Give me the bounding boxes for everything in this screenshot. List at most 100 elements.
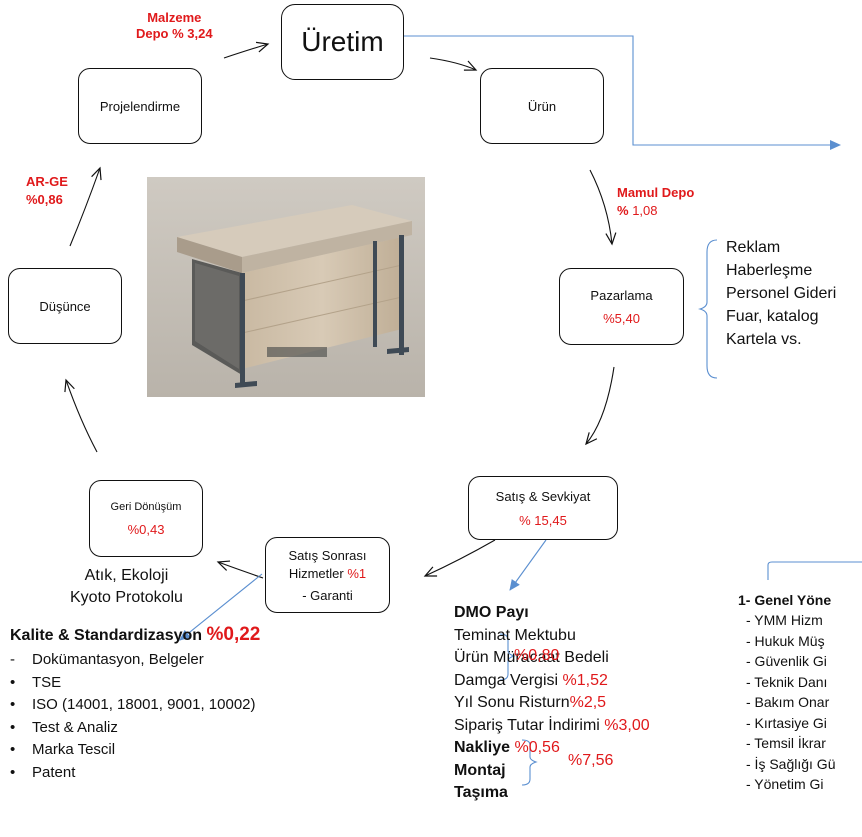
kalite-item: •Marka Tescil bbox=[10, 741, 116, 758]
kalite-title: Kalite & Standardizasyon bbox=[10, 627, 203, 644]
dmo-tasima: Taşıma bbox=[454, 784, 508, 801]
dmo-brace-pct: %0,80 bbox=[514, 647, 560, 664]
arge-line2: %0,86 bbox=[26, 192, 63, 207]
genel-title: 1- Genel Yöne bbox=[738, 592, 832, 608]
kalite-section: Kalite & Standardizasyon %0,22 -Dokümant… bbox=[10, 624, 260, 784]
desk-photo bbox=[147, 177, 425, 397]
dmo-risturn: Yıl Sonu Risturn%2,5 bbox=[454, 694, 607, 711]
satis-sonrasi-node: Satış Sonrası Hizmetler %1 - Garanti bbox=[265, 537, 390, 613]
genel-item: - YMM Hizm bbox=[746, 612, 823, 628]
projelendirme-node: Projelendirme bbox=[78, 68, 202, 144]
arrow-uretim-to-urun bbox=[429, 57, 478, 71]
blue-arrow-to-kalite bbox=[179, 573, 263, 641]
kalite-item: •ISO (14001, 18001, 9001, 10002) bbox=[10, 696, 256, 713]
pazarlama-item: Kartela vs. bbox=[726, 331, 802, 348]
arrow-satis-to-sonrasi bbox=[423, 539, 496, 577]
pazarlama-item: Fuar, katalog bbox=[726, 308, 819, 325]
malzeme-depo-line2: Depo % 3,24 bbox=[136, 26, 213, 41]
dmo-nakliye: Nakliye %0,56 bbox=[454, 739, 560, 756]
dmo-siparis: Sipariş Tutar İndirimi %3,00 bbox=[454, 716, 650, 734]
pazarlama-pct: %5,40 bbox=[603, 310, 640, 326]
atik-note: Atık, Ekoloji Kyoto Protokolu bbox=[70, 565, 183, 609]
blue-line-uretim-out bbox=[404, 35, 841, 150]
arrow-dusunce-to-projelendirme bbox=[69, 166, 102, 247]
dmo-title: DMO Payı bbox=[454, 604, 529, 621]
genel-item: - Temsil İkrar bbox=[746, 735, 826, 751]
pazarlama-label: Pazarlama bbox=[590, 287, 653, 303]
arge-note: AR-GE %0,86 bbox=[26, 173, 68, 209]
dmo-montaj-pct: %7,56 bbox=[568, 752, 614, 769]
atik-line1: Atık, Ekoloji bbox=[84, 567, 169, 584]
dmo-urun-muracaat: Ürün Müracaat Bedeli bbox=[454, 649, 609, 666]
satis-sonrasi-line3: - Garanti bbox=[302, 587, 353, 603]
dusunce-label: Düşünce bbox=[39, 298, 91, 314]
malzeme-depo-line1: Malzeme bbox=[147, 10, 202, 25]
satis-sonrasi-line1: Satış Sonrası bbox=[288, 547, 367, 563]
geri-donusum-pct: %0,43 bbox=[127, 521, 165, 537]
genel-item: - Yönetim Gi bbox=[746, 776, 824, 792]
dmo-section: DMO Payı Teminat Mektubu Ürün Müracaat B… bbox=[454, 602, 650, 805]
arrow-sonrasi-to-geridonusum bbox=[216, 560, 264, 579]
dmo-montaj: Montaj bbox=[454, 761, 506, 779]
pazarlama-item: Haberleşme bbox=[726, 262, 813, 279]
dusunce-node: Düşünce bbox=[8, 268, 122, 344]
mamul-depo-line2: % 1,08 bbox=[617, 202, 694, 220]
kalite-list: -Dokümantasyon, Belgeler •TSE •ISO (1400… bbox=[10, 649, 260, 784]
blue-bracket-genel bbox=[767, 561, 862, 580]
dmo-nakliye-pct: %0,56 bbox=[514, 739, 560, 756]
genel-item: - Teknik Danı bbox=[746, 673, 828, 690]
satis-sonrasi-line2: Hizmetler bbox=[288, 565, 344, 581]
arrow-geridonusum-to-dusunce bbox=[64, 378, 98, 453]
genel-item: - Hukuk Müş bbox=[746, 632, 825, 649]
satis-sonrasi-pct: %1 bbox=[347, 565, 367, 581]
brace-pazarlama bbox=[698, 239, 718, 379]
atik-line2: Kyoto Protokolu bbox=[70, 589, 183, 606]
geri-donusum-node: Geri Dönüşüm %0,43 bbox=[89, 480, 203, 557]
kalite-title-row: Kalite & Standardizasyon %0,22 bbox=[10, 624, 260, 646]
brace-dmo bbox=[499, 633, 516, 681]
urun-node: Ürün bbox=[480, 68, 604, 144]
urun-label: Ürün bbox=[527, 98, 557, 114]
mamul-depo-note: Mamul Depo % 1,08 bbox=[617, 184, 694, 220]
kalite-item: •TSE bbox=[10, 673, 62, 691]
uretim-label: Üretim bbox=[301, 26, 384, 57]
projelendirme-label: Projelendirme bbox=[99, 98, 181, 114]
dmo-damga-pct: %1,52 bbox=[562, 671, 608, 689]
genel-section: 1- Genel Yöne - YMM Hizm - Hukuk Müş - G… bbox=[738, 590, 862, 795]
arge-line1: AR-GE bbox=[26, 174, 68, 189]
mamul-depo-line1: Mamul Depo bbox=[617, 185, 695, 200]
pazarlama-items: Reklam Haberleşme Personel Gideri Fuar, … bbox=[726, 236, 836, 351]
pazarlama-item: Personel Gideri bbox=[726, 285, 837, 302]
malzeme-depo-note: Malzeme Depo % 3,24 bbox=[136, 10, 213, 42]
desk-illustration bbox=[147, 177, 425, 397]
arrow-urun-to-pazarlama bbox=[589, 169, 617, 246]
arrow-pazarlama-to-satis bbox=[585, 366, 615, 446]
satis-sevkiyat-pct: % 15,45 bbox=[519, 512, 567, 528]
dmo-siparis-pct: %3,00 bbox=[604, 716, 650, 734]
genel-item: - Bakım Onar bbox=[746, 694, 830, 710]
kalite-item: •Test & Analiz bbox=[10, 718, 118, 736]
pazarlama-node: Pazarlama %5,40 bbox=[559, 268, 684, 345]
kalite-pct: %0,22 bbox=[206, 624, 261, 645]
genel-item: - İş Sağlığı Gü bbox=[746, 755, 836, 772]
satis-sonrasi-line2-wrap: Hizmetler %1 bbox=[289, 566, 366, 581]
mamul-depo-prefix: % bbox=[617, 203, 629, 218]
genel-item: - Güvenlik Gi bbox=[746, 653, 827, 669]
blue-arrow-to-dmo bbox=[509, 539, 547, 591]
brace-montaj bbox=[521, 739, 538, 786]
dmo-damga: Damga Vergisi %1,52 bbox=[454, 671, 608, 689]
mamul-depo-value: 1,08 bbox=[632, 203, 658, 218]
satis-sevkiyat-node: Satış & Sevkiyat % 15,45 bbox=[468, 476, 618, 540]
geri-donusum-label: Geri Dönüşüm bbox=[110, 500, 182, 513]
kalite-item: -Dokümantasyon, Belgeler bbox=[10, 651, 204, 668]
kalite-item: •Patent bbox=[10, 763, 76, 781]
arrow-malzeme-to-uretim bbox=[223, 41, 270, 59]
genel-list: - YMM Hizm - Hukuk Müş - Güvenlik Gi - T… bbox=[746, 610, 862, 795]
uretim-node: Üretim bbox=[281, 4, 404, 80]
dmo-teminat: Teminat Mektubu bbox=[454, 626, 576, 644]
genel-item: - Kırtasiye Gi bbox=[746, 714, 827, 731]
satis-sevkiyat-label: Satış & Sevkiyat bbox=[495, 488, 591, 504]
pazarlama-item: Reklam bbox=[726, 239, 781, 256]
dmo-risturn-pct: %2,5 bbox=[569, 694, 607, 711]
